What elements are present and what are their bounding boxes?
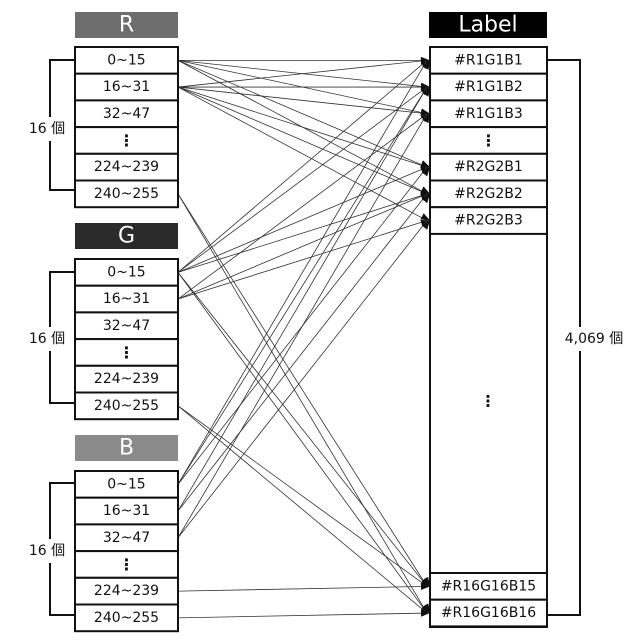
- label-bottom-row-0: #R16G16B15: [441, 578, 536, 594]
- connection-line-17: [178, 272, 427, 586]
- channel-g-row-2: 32~47: [103, 318, 150, 334]
- connection-line-24: [178, 60, 427, 484]
- connection-line-20: [178, 194, 427, 299]
- label-top-rows: #R1G1B1 #R1G1B2 #R1G1B3 ⋮ #R2G2B1 #R2G2B2 #R2G…: [430, 47, 547, 234]
- channel-b-row-2: 32~47: [103, 530, 150, 546]
- connection-line-29: [178, 114, 427, 538]
- channel-b-rows: 0~15 16~31 32~47 ⋮ 224~239 240~255: [75, 471, 178, 631]
- connection-arrowhead-8: [420, 161, 430, 168]
- channel-b-row-0: 0~15: [107, 476, 145, 492]
- channel-g-count: 16 個: [29, 331, 65, 347]
- channel-b-row-3: ⋮: [119, 555, 135, 574]
- connection-line-16: [178, 194, 427, 273]
- label-top-row-4: #R2G2B1: [454, 159, 523, 175]
- connection-lines: [178, 57, 430, 618]
- connection-line-30: [178, 221, 427, 538]
- channel-r-count: 16 個: [29, 121, 65, 137]
- channel-r-row-1: 16~31: [103, 79, 150, 95]
- channel-r-row-4: 224~239: [94, 159, 159, 175]
- label-middle-dots: ⋮: [480, 392, 496, 411]
- channel-b: B 0~15 16~31 32~47 ⋮ 224~239 240~255 16 個: [18, 435, 178, 631]
- connection-line-11: [178, 194, 427, 586]
- channel-r-row-3: ⋮: [119, 131, 135, 150]
- channel-b-header: B: [119, 436, 134, 461]
- channel-r-row-5: 240~255: [94, 186, 159, 202]
- channel-g-row-5: 240~255: [94, 398, 159, 414]
- connection-line-28: [178, 194, 427, 511]
- channel-r-header: R: [119, 13, 134, 38]
- label-top-row-3: ⋮: [481, 131, 497, 150]
- channel-b-count: 16 個: [29, 543, 65, 559]
- label-count: 4,069 個: [565, 331, 624, 347]
- connection-line-18: [178, 272, 427, 613]
- connection-line-8: [178, 87, 427, 167]
- connection-line-14: [178, 87, 427, 272]
- channel-g-rows: 0~15 16~31 32~47 ⋮ 224~239 240~255: [75, 259, 178, 419]
- label-bottom-rows: #R16G16B15 #R16G16B16: [430, 573, 547, 626]
- connection-line-15: [178, 167, 427, 272]
- connection-line-32: [178, 613, 427, 618]
- label-top-row-2: #R1G1B3: [454, 106, 523, 122]
- connection-line-19: [178, 114, 427, 299]
- channel-g-row-1: 16~31: [103, 291, 150, 307]
- label-panel: Label #R1G1B1 #R1G1B2 #R1G1B3 ⋮ #R2G2B1 #R2G2…: [429, 12, 632, 627]
- connection-line-25: [178, 87, 427, 484]
- channel-g: G 0~15 16~31 32~47 ⋮ 224~239 240~255 16 個: [18, 223, 178, 419]
- channel-r-rows: 0~15 16~31 32~47 ⋮ 224~239 240~255: [75, 47, 178, 207]
- channel-b-row-5: 240~255: [94, 610, 159, 626]
- label-top-row-6: #R2G2B3: [454, 213, 523, 229]
- label-top-row-0: #R1G1B1: [454, 52, 523, 68]
- connection-line-27: [178, 87, 427, 511]
- connection-line-10: [178, 87, 427, 221]
- label-header: Label: [458, 13, 517, 38]
- channel-g-header: G: [118, 224, 135, 249]
- connection-line-21: [178, 221, 427, 299]
- connection-line-7: [178, 87, 427, 114]
- channel-b-row-4: 224~239: [94, 583, 159, 599]
- connection-arrowhead-10: [420, 213, 430, 220]
- channel-r-row-2: 32~47: [103, 106, 150, 122]
- channel-g-row-4: 224~239: [94, 371, 159, 387]
- connection-arrowhead-9: [420, 187, 430, 194]
- channel-r-row-0: 0~15: [107, 52, 145, 68]
- connection-line-13: [178, 60, 427, 272]
- connection-line-31: [178, 586, 427, 591]
- connection-line-22: [178, 406, 427, 586]
- channel-g-row-3: ⋮: [119, 343, 135, 362]
- channel-g-row-0: 0~15: [107, 264, 145, 280]
- channel-b-row-1: 16~31: [103, 503, 150, 519]
- channel-r: R 0~15 16~31 32~47 ⋮ 224~239 240~255 16 個: [18, 12, 178, 207]
- label-top-row-5: #R2G2B2: [454, 186, 523, 202]
- label-top-row-1: #R1G1B2: [454, 79, 523, 95]
- label-bottom-row-1: #R16G16B16: [441, 605, 536, 621]
